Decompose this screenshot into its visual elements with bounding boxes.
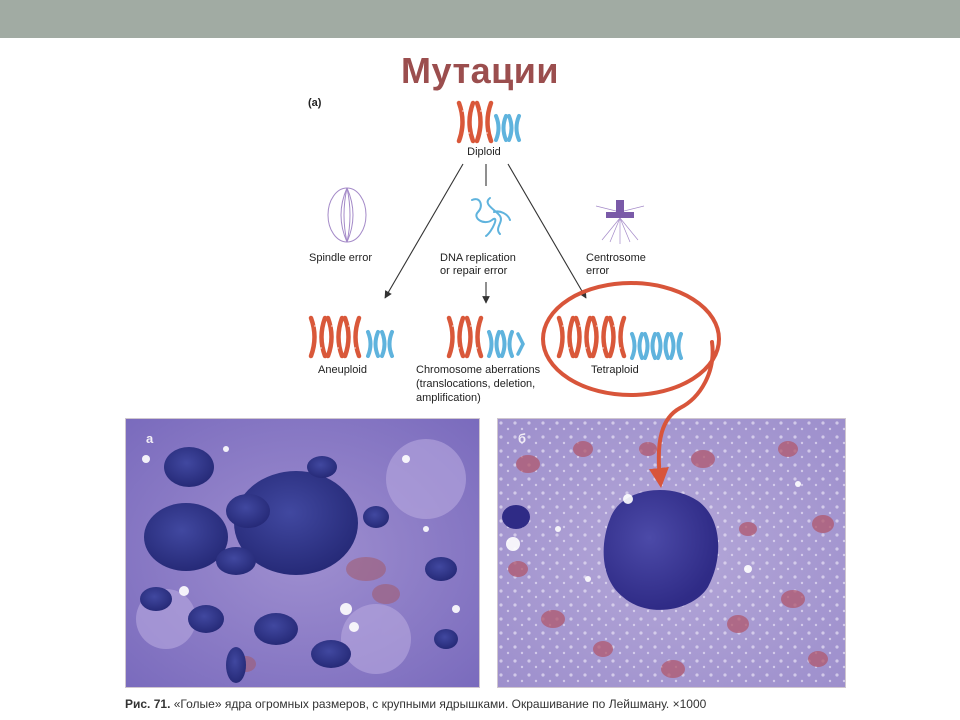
outcome-tetraploid-label: Tetraploid xyxy=(591,364,639,376)
branch-arrows xyxy=(384,163,587,304)
aneuploid-chromosomes xyxy=(311,318,394,356)
outcome-aneuploid-label: Aneuploid xyxy=(318,364,367,376)
dna-strand-icon xyxy=(471,197,511,237)
mutation-diagram: (a) Diploid xyxy=(308,97,683,404)
aberration-chromosomes xyxy=(449,318,525,356)
outcome-aberrations-label-1: Chromosome aberrations xyxy=(416,364,541,376)
diploid-label: Diploid xyxy=(467,146,501,158)
slide-title: Мутации xyxy=(401,50,559,91)
outcome-aberrations-label-3: amplification) xyxy=(416,392,481,404)
micrograph-b: б xyxy=(497,418,846,688)
spindle-icon xyxy=(327,187,367,243)
diploid-chromosomes xyxy=(459,103,521,141)
micrograph-a-label: а xyxy=(146,431,154,446)
centrosome-icon xyxy=(595,200,645,244)
cause-centrosome-label-1: Centrosome xyxy=(586,252,646,264)
cause-centrosome-label-2: error xyxy=(586,265,610,277)
micrograph-a: а xyxy=(125,418,480,688)
cause-spindle-label: Spindle error xyxy=(309,252,372,264)
caption-number: Рис. 71. xyxy=(125,697,171,711)
cause-dna-label-2: or repair error xyxy=(440,265,508,277)
caption-text: «Голые» ядра огромных размеров, с крупны… xyxy=(170,697,707,711)
tetraploid-chromosomes xyxy=(559,318,683,360)
outcome-aberrations-label-2: (translocations, deletion, xyxy=(416,378,535,390)
micrograph-b-label: б xyxy=(518,431,527,446)
top-band xyxy=(0,0,960,38)
panel-label-a: (a) xyxy=(308,97,322,109)
figure-caption: Рис. 71. «Голые» ядра огромных размеров,… xyxy=(125,697,845,711)
cause-dna-label-1: DNA replication xyxy=(440,252,516,264)
